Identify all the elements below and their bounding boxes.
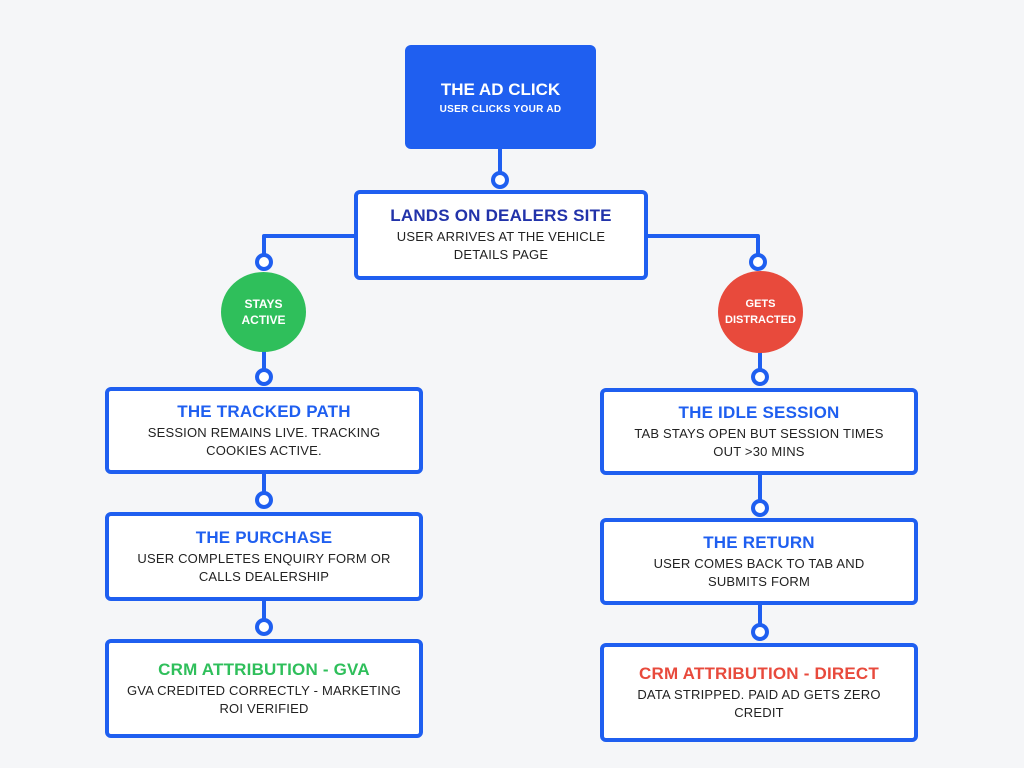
node-description: SESSION REMAINS LIVE. TRACKING COOKIES A…: [147, 424, 381, 458]
connector-dot: [255, 368, 273, 386]
node-lands-on-site: LANDS ON DEALERS SITE USER ARRIVES AT TH…: [354, 190, 648, 280]
node-crm-attribution-direct: CRM ATTRIBUTION - DIRECT DATA STRIPPED. …: [600, 643, 918, 742]
node-description: USER COMPLETES ENQUIRY FORM OR CALLS DEA…: [137, 550, 391, 584]
node-description: USER ARRIVES AT THE VEHICLE DETAILS PAGE: [396, 229, 606, 262]
branch-gets-distracted: GETS DISTRACTED: [718, 271, 803, 353]
node-description: DATA STRIPPED. PAID AD GETS ZERO CREDIT: [637, 686, 881, 720]
branch-label: GETS DISTRACTED: [725, 298, 796, 326]
node-title: THE RETURN: [703, 532, 815, 552]
node-crm-attribution-gva: CRM ATTRIBUTION - GVA GVA CREDITED CORRE…: [105, 639, 423, 738]
start-node-ad-click: THE AD CLICK USER CLICKS YOUR AD: [405, 45, 596, 149]
node-idle-session: THE IDLE SESSION TAB STAYS OPEN BUT SESS…: [600, 388, 918, 475]
node-title: LANDS ON DEALERS SITE: [390, 206, 612, 225]
node-title: THE PURCHASE: [195, 527, 333, 547]
node-tracked-path: THE TRACKED PATH SESSION REMAINS LIVE. T…: [105, 387, 423, 474]
node-title: THE TRACKED PATH: [177, 401, 351, 421]
connector-dot: [751, 623, 769, 641]
node-purchase: THE PURCHASE USER COMPLETES ENQUIRY FORM…: [105, 512, 423, 601]
connector-dot: [751, 499, 769, 517]
node-title: CRM ATTRIBUTION - GVA: [158, 659, 370, 679]
connector-dot: [491, 171, 509, 189]
node-title: THE IDLE SESSION: [678, 402, 840, 422]
node-return: THE RETURN USER COMES BACK TO TAB AND SU…: [600, 518, 918, 605]
branch-label: STAYS ACTIVE: [241, 297, 286, 327]
connector-dot: [749, 253, 767, 271]
connector-dot: [255, 618, 273, 636]
node-title: THE AD CLICK: [440, 79, 561, 99]
connector-dot: [255, 491, 273, 509]
node-description: TAB STAYS OPEN BUT SESSION TIMES OUT >30…: [634, 425, 884, 459]
node-title: CRM ATTRIBUTION - DIRECT: [639, 663, 879, 683]
connector-dot: [255, 253, 273, 271]
connector-dot: [751, 368, 769, 386]
node-description: USER CLICKS YOUR AD: [439, 103, 562, 115]
node-description: GVA CREDITED CORRECTLY - MARKETING ROI V…: [126, 682, 402, 716]
node-description: USER COMES BACK TO TAB AND SUBMITS FORM: [653, 555, 865, 589]
branch-stays-active: STAYS ACTIVE: [221, 272, 306, 352]
